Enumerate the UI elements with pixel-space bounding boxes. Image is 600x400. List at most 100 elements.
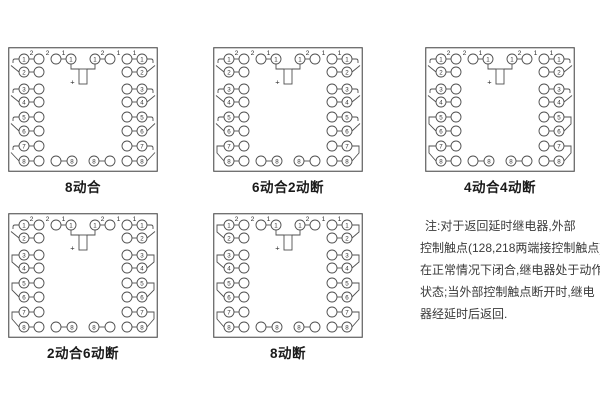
svg-text:6: 6 bbox=[140, 128, 144, 135]
svg-text:1: 1 bbox=[345, 56, 349, 63]
svg-text:1: 1 bbox=[322, 216, 326, 223]
svg-text:8: 8 bbox=[140, 158, 144, 165]
svg-text:+: + bbox=[275, 78, 280, 87]
svg-text:1: 1 bbox=[534, 50, 538, 57]
svg-text:4: 4 bbox=[22, 99, 26, 106]
note-line: 在正常情况下闭合,继电器处于动作 bbox=[420, 263, 600, 277]
svg-text:8: 8 bbox=[557, 158, 561, 165]
svg-text:3: 3 bbox=[345, 86, 349, 93]
svg-text:1: 1 bbox=[93, 222, 97, 229]
svg-text:+: + bbox=[70, 78, 75, 87]
svg-text:4: 4 bbox=[345, 99, 349, 106]
diagram-label: 2动合6动断 bbox=[46, 346, 120, 361]
svg-text:2: 2 bbox=[101, 50, 105, 57]
svg-text:1: 1 bbox=[274, 222, 278, 229]
svg-text:8: 8 bbox=[345, 158, 349, 165]
svg-text:1: 1 bbox=[345, 222, 349, 229]
diagram-label: 4动合4动断 bbox=[463, 180, 537, 195]
svg-text:3: 3 bbox=[140, 252, 144, 259]
svg-text:1: 1 bbox=[274, 56, 278, 63]
svg-text:2: 2 bbox=[306, 50, 310, 57]
svg-text:2: 2 bbox=[235, 50, 239, 57]
svg-text:8: 8 bbox=[92, 324, 96, 331]
svg-text:+: + bbox=[70, 244, 75, 253]
svg-text:2: 2 bbox=[251, 216, 255, 223]
svg-text:1: 1 bbox=[267, 216, 271, 223]
svg-text:6: 6 bbox=[345, 128, 349, 135]
svg-text:7: 7 bbox=[227, 309, 231, 316]
svg-text:2: 2 bbox=[30, 216, 34, 223]
svg-text:1: 1 bbox=[62, 216, 66, 223]
svg-text:2: 2 bbox=[447, 50, 451, 57]
svg-text:3: 3 bbox=[557, 86, 561, 93]
svg-text:1: 1 bbox=[22, 222, 26, 229]
svg-text:1: 1 bbox=[140, 222, 144, 229]
diagram-label: 8动断 bbox=[269, 346, 306, 361]
note-line: 控制触点(128,218两端接控制触点) bbox=[420, 241, 600, 255]
svg-text:5: 5 bbox=[140, 280, 144, 287]
svg-text:+: + bbox=[487, 78, 492, 87]
svg-text:8: 8 bbox=[439, 158, 443, 165]
svg-text:2: 2 bbox=[22, 69, 26, 76]
svg-text:1: 1 bbox=[510, 56, 514, 63]
svg-text:4: 4 bbox=[140, 265, 144, 272]
diagram-label: 6动合2动断 bbox=[251, 180, 325, 195]
svg-text:1: 1 bbox=[557, 56, 561, 63]
svg-text:5: 5 bbox=[345, 114, 349, 121]
svg-text:1: 1 bbox=[298, 56, 302, 63]
svg-text:8: 8 bbox=[275, 158, 279, 165]
svg-text:2: 2 bbox=[345, 69, 349, 76]
svg-text:6: 6 bbox=[557, 128, 561, 135]
svg-text:2: 2 bbox=[557, 69, 561, 76]
svg-text:1: 1 bbox=[133, 216, 137, 223]
svg-text:8: 8 bbox=[275, 324, 279, 331]
svg-text:2: 2 bbox=[101, 216, 105, 223]
note-line: 器经延时后返回. bbox=[420, 307, 508, 321]
svg-text:6: 6 bbox=[227, 128, 231, 135]
svg-text:3: 3 bbox=[345, 252, 349, 259]
svg-text:6: 6 bbox=[345, 294, 349, 301]
svg-text:1: 1 bbox=[267, 50, 271, 57]
svg-text:7: 7 bbox=[140, 309, 144, 316]
svg-text:6: 6 bbox=[22, 294, 26, 301]
svg-text:8: 8 bbox=[227, 324, 231, 331]
svg-text:8: 8 bbox=[140, 324, 144, 331]
svg-text:8: 8 bbox=[22, 324, 26, 331]
svg-text:7: 7 bbox=[345, 309, 349, 316]
svg-text:6: 6 bbox=[140, 294, 144, 301]
svg-text:4: 4 bbox=[227, 99, 231, 106]
svg-text:1: 1 bbox=[298, 222, 302, 229]
svg-text:5: 5 bbox=[22, 114, 26, 121]
svg-text:1: 1 bbox=[322, 50, 326, 57]
svg-text:2: 2 bbox=[22, 235, 26, 242]
svg-text:5: 5 bbox=[439, 114, 443, 121]
svg-text:8: 8 bbox=[487, 158, 491, 165]
svg-text:4: 4 bbox=[140, 99, 144, 106]
svg-text:1: 1 bbox=[22, 56, 26, 63]
svg-text:5: 5 bbox=[227, 114, 231, 121]
svg-text:4: 4 bbox=[22, 265, 26, 272]
svg-text:2: 2 bbox=[463, 50, 467, 57]
svg-text:1: 1 bbox=[69, 56, 73, 63]
svg-text:7: 7 bbox=[140, 143, 144, 150]
svg-text:2: 2 bbox=[306, 216, 310, 223]
svg-text:1: 1 bbox=[62, 50, 66, 57]
svg-text:3: 3 bbox=[22, 252, 26, 259]
svg-text:1: 1 bbox=[227, 222, 231, 229]
svg-text:5: 5 bbox=[227, 280, 231, 287]
diagram-label: 8动合 bbox=[64, 180, 101, 195]
svg-text:7: 7 bbox=[22, 309, 26, 316]
svg-text:5: 5 bbox=[557, 114, 561, 121]
svg-text:4: 4 bbox=[557, 99, 561, 106]
svg-text:6: 6 bbox=[439, 128, 443, 135]
svg-text:1: 1 bbox=[338, 50, 342, 57]
svg-text:8: 8 bbox=[297, 158, 301, 165]
svg-text:2: 2 bbox=[227, 235, 231, 242]
svg-text:1: 1 bbox=[69, 222, 73, 229]
svg-text:2: 2 bbox=[140, 69, 144, 76]
